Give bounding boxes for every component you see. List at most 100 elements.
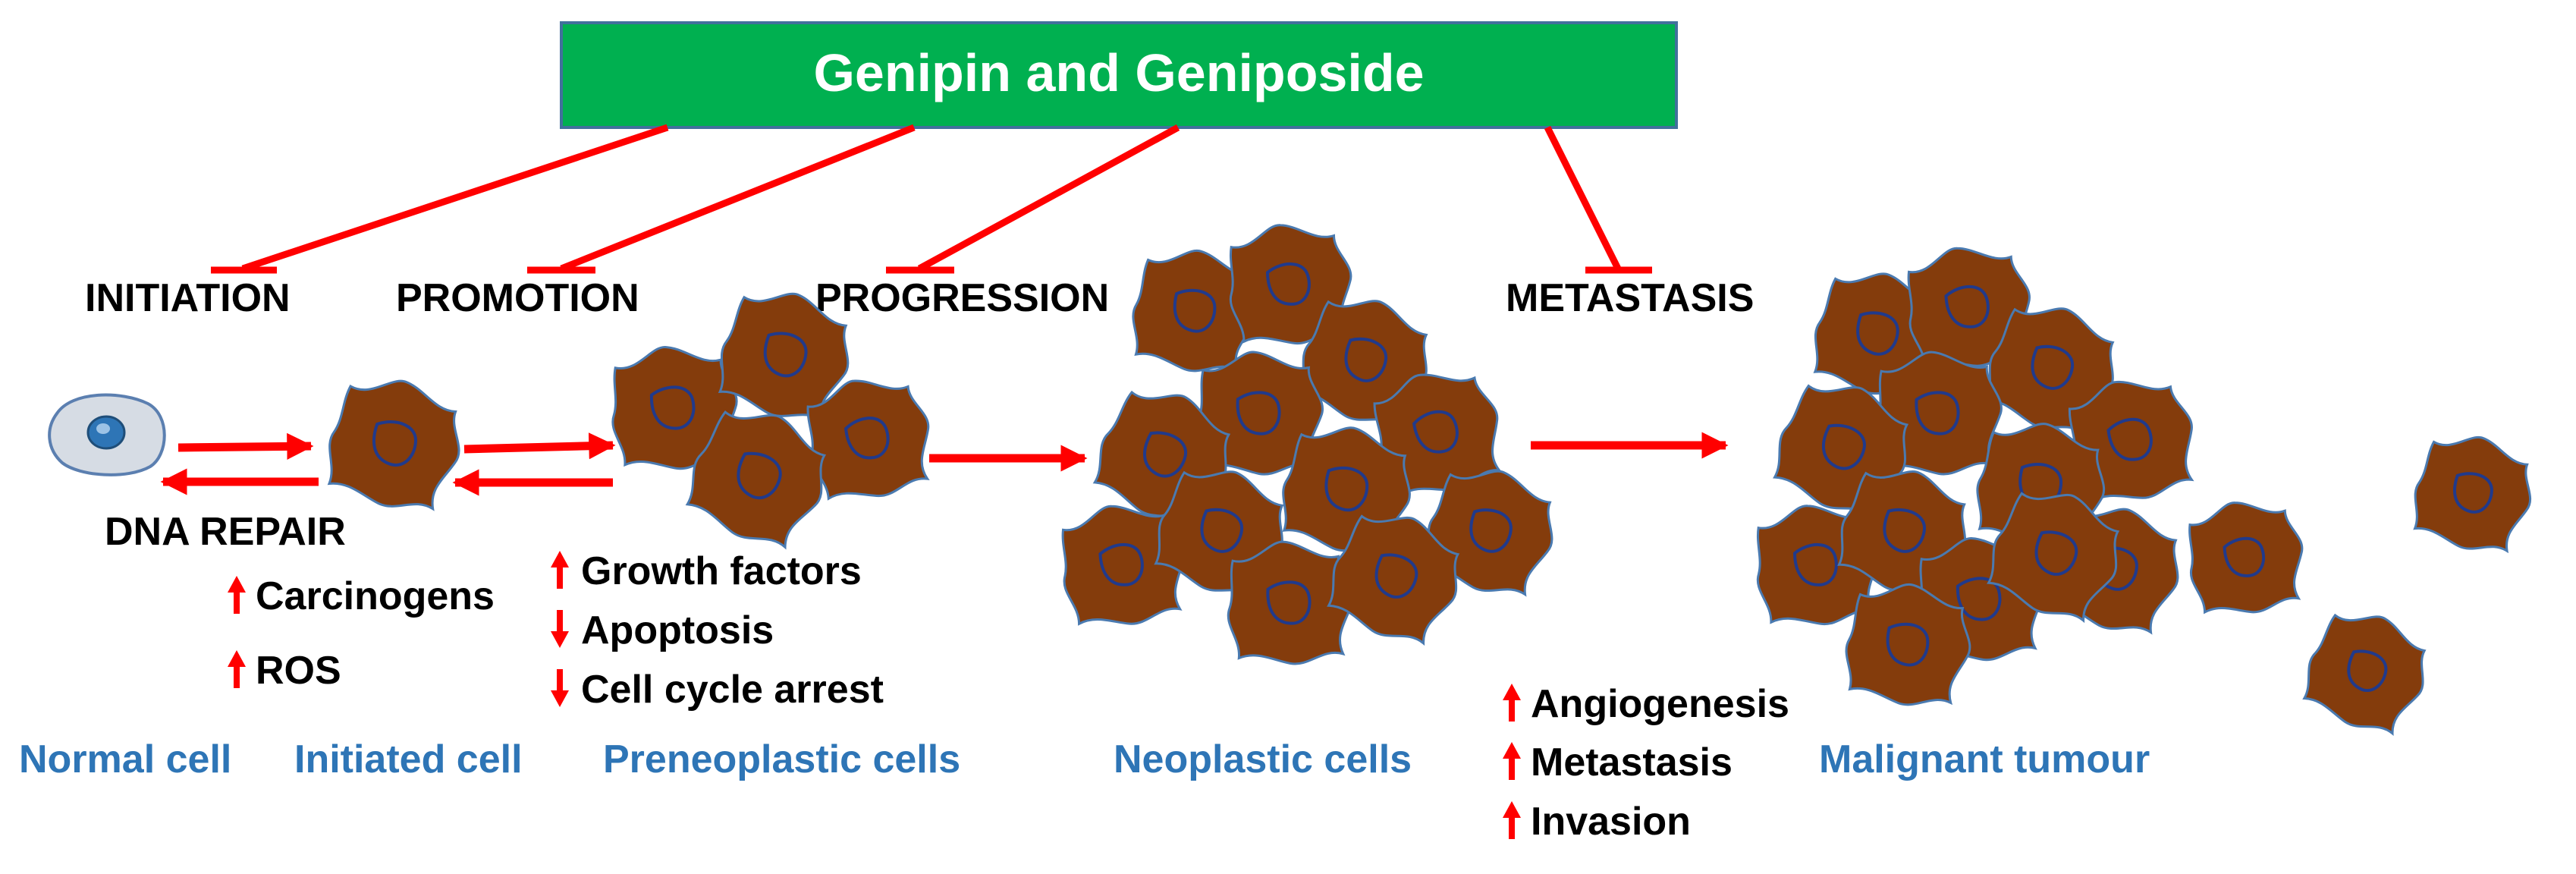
effect-item: Metastasis: [1503, 740, 1733, 784]
stage-metastasis: METASTASIS: [1506, 276, 1754, 320]
cell-body: [1327, 514, 1460, 646]
effect-label: Invasion: [1531, 800, 1691, 844]
stage-promotion: PROMOTION: [396, 276, 639, 320]
cell-nucleus: [1883, 508, 1926, 553]
arrow-initiated-to-preneoplastic: [463, 432, 616, 460]
dna-repair-label: DNA REPAIR: [105, 510, 346, 554]
cell-nucleus: [1886, 622, 1930, 667]
cell-nucleus: [1324, 466, 1369, 512]
effect-item: Cell cycle arrest: [551, 668, 884, 712]
cancer-cell: [327, 379, 460, 511]
inhibition-lines: [211, 124, 1652, 274]
cell-body: [1845, 583, 1971, 706]
cancer-cell: [1061, 505, 1185, 626]
cell-nucleus: [1374, 553, 1418, 599]
effects-initiation: Carcinogens ROS: [228, 574, 495, 693]
effect-item: Apoptosis: [551, 608, 774, 652]
cell-nucleus: [1200, 508, 1243, 553]
cancer-cell: [685, 410, 827, 550]
inhibit-initiation-line: [241, 124, 669, 272]
cell-nucleus: [1098, 543, 1144, 586]
inhibit-progression-line: [917, 124, 1180, 272]
effect-label: Apoptosis: [581, 608, 774, 652]
normal-cell-nucleolus: [96, 423, 110, 434]
effect-arrow-icon: [551, 669, 569, 707]
banner-title: Genipin and Geniposide: [813, 43, 1424, 102]
effect-item: Invasion: [1503, 800, 1691, 844]
effect-label: Cell cycle arrest: [581, 668, 884, 712]
cell-nucleus: [2034, 530, 2078, 576]
cell-nucleus: [1173, 288, 1217, 333]
cancer-cell: [806, 379, 930, 501]
cell-nucleus: [1344, 337, 1387, 382]
cell-nucleus: [2031, 344, 2074, 390]
effects-metastasis: Angiogenesis Metastasis Invasion: [1503, 682, 1789, 844]
cell-nucleus: [1266, 580, 1312, 625]
effect-item: Carcinogens: [228, 574, 495, 618]
cancer-cell: [1327, 514, 1460, 646]
cell-nucleus: [1944, 285, 1990, 329]
cell-nucleus: [737, 451, 782, 500]
cell-nucleus: [2453, 472, 2493, 514]
cell-nucleus: [1412, 410, 1459, 454]
cell-nucleus: [1142, 431, 1188, 478]
cell-nucleus: [1469, 508, 1513, 553]
cell-nucleus: [1265, 262, 1311, 306]
effect-arrow-icon: [551, 551, 569, 589]
effect-arrow-icon: [551, 610, 569, 648]
cell-stage-labels: Normal cell Initiated cell Preneoplastic…: [19, 737, 2150, 781]
label-initiated-cell: Initiated cell: [294, 737, 523, 781]
stage-progression: PROGRESSION: [815, 276, 1109, 320]
label-neoplastic-cells: Neoplastic cells: [1114, 737, 1412, 781]
effect-item: Growth factors: [551, 549, 862, 593]
label-malignant-tumour: Malignant tumour: [1819, 737, 2150, 781]
inhibit-promotion-line: [560, 124, 916, 272]
cell-body: [1987, 492, 2120, 624]
effects-promotion: Growth factors Apoptosis Cell cycle arre…: [551, 549, 884, 712]
banner: Genipin and Geniposide: [560, 21, 1678, 129]
cell-nucleus: [649, 385, 696, 430]
cell-nucleus: [2347, 649, 2388, 693]
stage-initiation: INITIATION: [85, 276, 291, 320]
label-normal-cell: Normal cell: [19, 737, 231, 781]
cancer-cell: [1845, 583, 1971, 706]
effect-arrow-icon: [1503, 684, 1521, 722]
cell-nucleus: [1915, 391, 1960, 435]
effect-label: ROS: [256, 649, 341, 693]
effect-label: Carcinogens: [256, 574, 495, 618]
effect-item: ROS: [228, 649, 341, 693]
effect-label: Growth factors: [581, 549, 862, 593]
cell-body: [327, 379, 460, 511]
cancer-cell: [2302, 613, 2427, 736]
effect-arrow-icon: [228, 576, 246, 614]
effect-item: Angiogenesis: [1503, 682, 1789, 726]
cancer-cell: [2188, 501, 2304, 615]
arrow-normal-to-initiated: [177, 432, 314, 460]
effect-label: Metastasis: [1531, 740, 1733, 784]
effect-arrow-icon: [1503, 801, 1521, 839]
cell-nucleus: [1792, 542, 1838, 586]
flow-arrows: [160, 432, 1729, 496]
cell-nucleus: [2106, 417, 2153, 461]
cell-nucleus: [2223, 536, 2266, 577]
cell-body: [2413, 435, 2532, 554]
cell-body: [2188, 501, 2304, 615]
inhibit-metastasis-line: [1544, 125, 1622, 271]
cell-nucleus: [1821, 423, 1866, 470]
cell-body: [685, 410, 827, 550]
banner-box: [560, 21, 1678, 129]
effect-arrow-icon: [1503, 742, 1521, 780]
cell-body: [1061, 505, 1185, 626]
normal-cell: [48, 393, 166, 476]
cell-body: [2302, 613, 2427, 736]
cell-nucleus: [763, 332, 808, 378]
cancer-cell: [1987, 492, 2120, 624]
cell-nucleus: [1236, 391, 1281, 435]
cell-nucleus: [844, 417, 890, 460]
cancer-cell: [1227, 540, 1354, 665]
cancer-cell: [2413, 435, 2532, 554]
effect-label: Angiogenesis: [1531, 682, 1789, 726]
cell-body: [1227, 540, 1354, 665]
cell-nucleus: [1856, 311, 1899, 356]
